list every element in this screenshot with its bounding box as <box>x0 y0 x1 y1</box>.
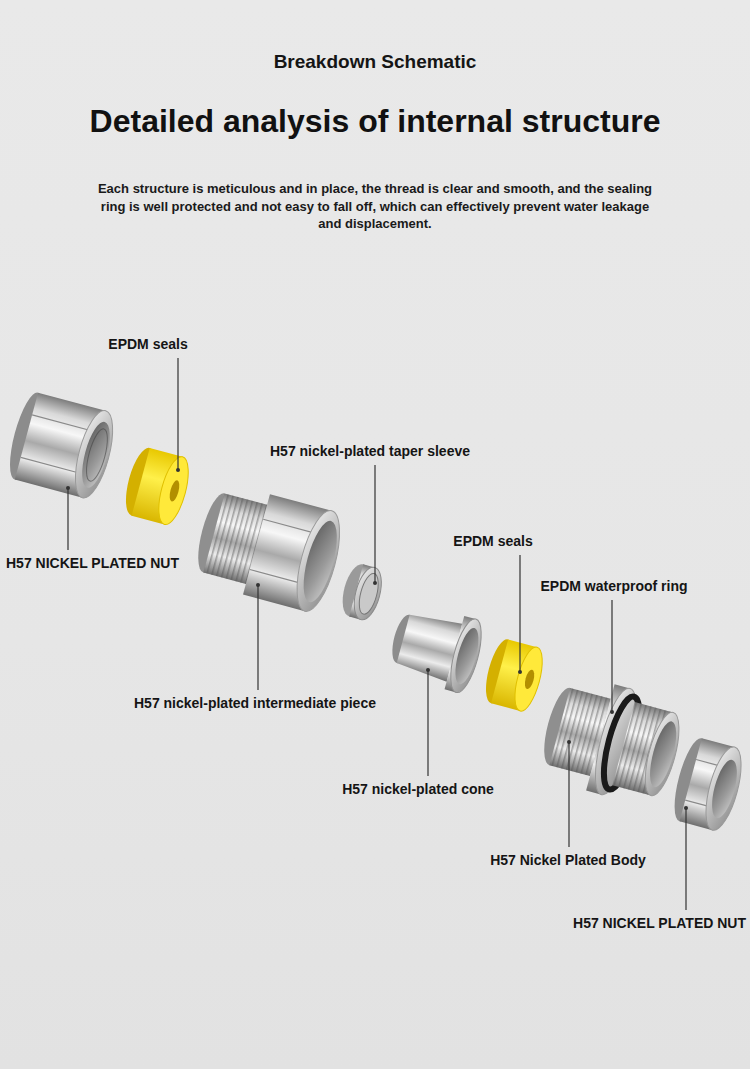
description-text: Each structure is meticulous and in plac… <box>92 180 658 233</box>
part-label: H57 NICKEL PLATED NUT <box>573 915 746 932</box>
part-label: H57 nickel-plated taper sleeve <box>270 443 470 460</box>
part-label: H57 nickel-plated intermediate piece <box>134 695 376 712</box>
part-label: EPDM waterproof ring <box>540 578 687 595</box>
part-label: EPDM seals <box>108 336 187 353</box>
page-title: Detailed analysis of internal structure <box>0 102 750 140</box>
part-label: EPDM seals <box>453 533 532 550</box>
part-label: H57 Nickel Plated Body <box>490 852 646 869</box>
part-label: H57 NICKEL PLATED NUT <box>6 555 179 572</box>
leader-lines <box>68 358 686 910</box>
section-heading: Breakdown Schematic <box>274 50 477 73</box>
part-label: H57 nickel-plated cone <box>342 781 494 798</box>
